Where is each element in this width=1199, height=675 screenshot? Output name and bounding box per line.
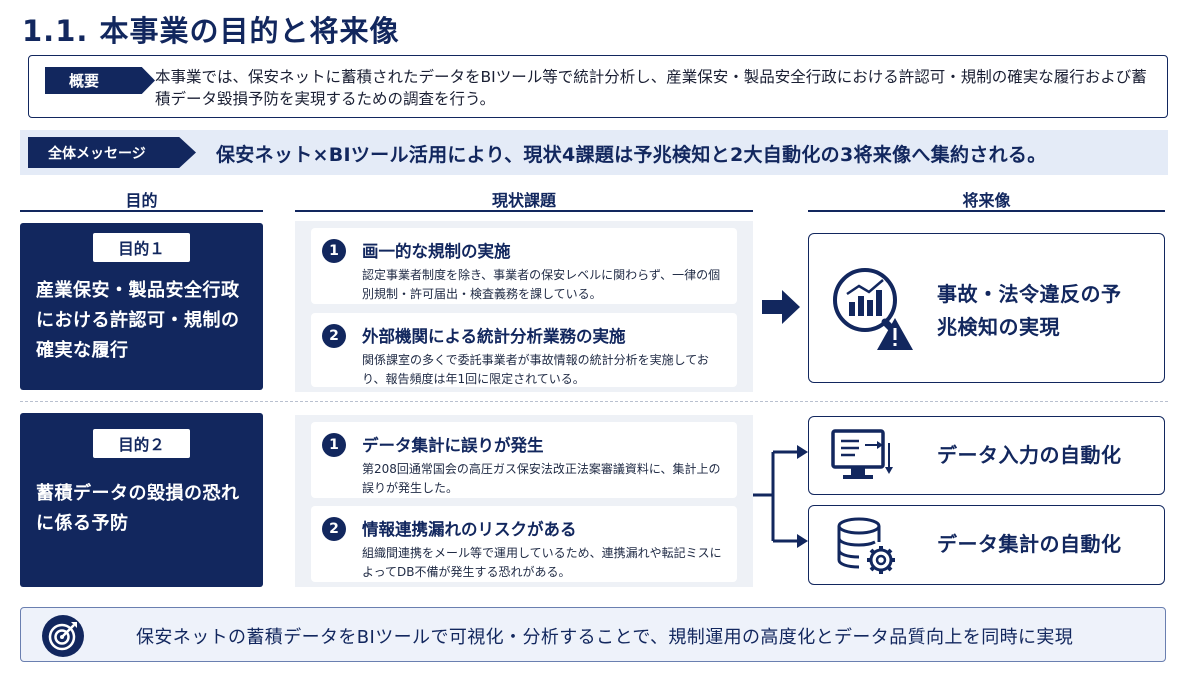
- issue-card: 2 情報連携漏れのリスクがある 組織間連携をメール等で運用しているため、連携漏れ…: [311, 506, 737, 582]
- future-box-3: データ集計の自動化: [808, 505, 1165, 585]
- future-box-2: データ入力の自動化: [808, 416, 1165, 495]
- column-header-issues: 現状課題: [295, 184, 753, 212]
- issue-number-badge: 1: [322, 433, 346, 457]
- analytics-warning-icon: [833, 268, 913, 350]
- purpose-box-1: 目的１ 産業保安・製品安全行政における許認可・規制の確実な履行: [20, 223, 263, 390]
- issue-number-badge: 2: [322, 324, 346, 348]
- purpose-text: 産業保安・製品安全行政における許認可・規制の確実な履行: [36, 280, 240, 361]
- purpose-badge: 目的１: [93, 233, 190, 262]
- issues-group-2: 1 データ集計に誤りが発生 第208回通常国会の高圧ガス保安法改正法案審議資料に…: [295, 415, 753, 587]
- column-header-future: 将来像: [808, 184, 1165, 212]
- future-box-1: 事故・法令違反の予兆検知の実現: [808, 233, 1165, 383]
- message-text: 保安ネット×BIツール活用により、現状4課題は予兆検知と2大自動化の3将来像へ集…: [216, 144, 1047, 166]
- issue-card: 1 データ集計に誤りが発生 第208回通常国会の高圧ガス保安法改正法案審議資料に…: [311, 422, 737, 498]
- overview-label: 概要: [45, 67, 155, 94]
- issue-description: 認定事業者制度を除き、事業者の保安レベルに関わらず、一律の個別規制・許可届出・検…: [362, 268, 721, 301]
- overview-text: 本事業では、保安ネットに蓄積されたデータをBIツール等で統計分析し、産業保安・製…: [155, 68, 1147, 108]
- monitor-input-icon: [831, 429, 893, 479]
- issue-number-badge: 1: [322, 239, 346, 263]
- purpose-text: 蓄積データの毀損の恐れに係る予防: [36, 483, 240, 534]
- section-divider: [20, 401, 1168, 402]
- issue-title: データ集計に誤りが発生: [362, 436, 544, 455]
- issue-card: 2 外部機関による統計分析業務の実施 関係課室の多くで委託事業者が事故情報の統計…: [311, 313, 737, 387]
- page-title: 1.1. 本事業の目的と将来像: [22, 14, 400, 48]
- purpose-badge: 目的２: [93, 429, 190, 458]
- issue-description: 組織間連携をメール等で運用しているため、連携漏れや転記ミスによってDB不備が発生…: [362, 546, 722, 579]
- issue-card: 1 画一的な規制の実施 認定事業者制度を除き、事業者の保安レベルに関わらず、一律…: [311, 228, 737, 304]
- issue-title: 画一的な規制の実施: [362, 242, 511, 261]
- message-band: 全体メッセージ 保安ネット×BIツール活用により、現状4課題は予兆検知と2大自動…: [20, 130, 1168, 175]
- future-text: 事故・法令違反の予兆検知の実現: [937, 282, 1122, 339]
- issue-description: 関係課室の多くで委託事業者が事故情報の統計分析を実施しており、報告頻度は年1回に…: [362, 353, 709, 386]
- message-label: 全体メッセージ: [28, 137, 196, 168]
- issue-title: 外部機関による統計分析業務の実施: [362, 327, 626, 346]
- conclusion-box: 保安ネットの蓄積データをBIツールで可視化・分析することで、規制運用の高度化とデ…: [20, 607, 1166, 662]
- issue-description: 第208回通常国会の高圧ガス保安法改正法案審議資料に、集計上の誤りが発生した。: [362, 462, 721, 495]
- database-gear-icon: [837, 517, 895, 574]
- issues-group-1: 1 画一的な規制の実施 認定事業者制度を除き、事業者の保安レベルに関わらず、一律…: [295, 221, 753, 392]
- issue-title: 情報連携漏れのリスクがある: [362, 520, 577, 539]
- target-icon: [42, 615, 84, 657]
- conclusion-text: 保安ネットの蓄積データをBIツールで可視化・分析することで、規制運用の高度化とデ…: [136, 627, 1074, 648]
- branch-connector-icon: [753, 445, 808, 548]
- purpose-box-2: 目的２ 蓄積データの毀損の恐れに係る予防: [20, 413, 263, 587]
- future-text: データ入力の自動化: [937, 443, 1122, 467]
- arrow-right-icon: [762, 290, 800, 324]
- future-text: データ集計の自動化: [937, 532, 1122, 556]
- issue-number-badge: 2: [322, 517, 346, 541]
- overview-box: 概要 本事業では、保安ネットに蓄積されたデータをBIツール等で統計分析し、産業保…: [28, 55, 1168, 118]
- column-header-purpose: 目的: [20, 184, 263, 212]
